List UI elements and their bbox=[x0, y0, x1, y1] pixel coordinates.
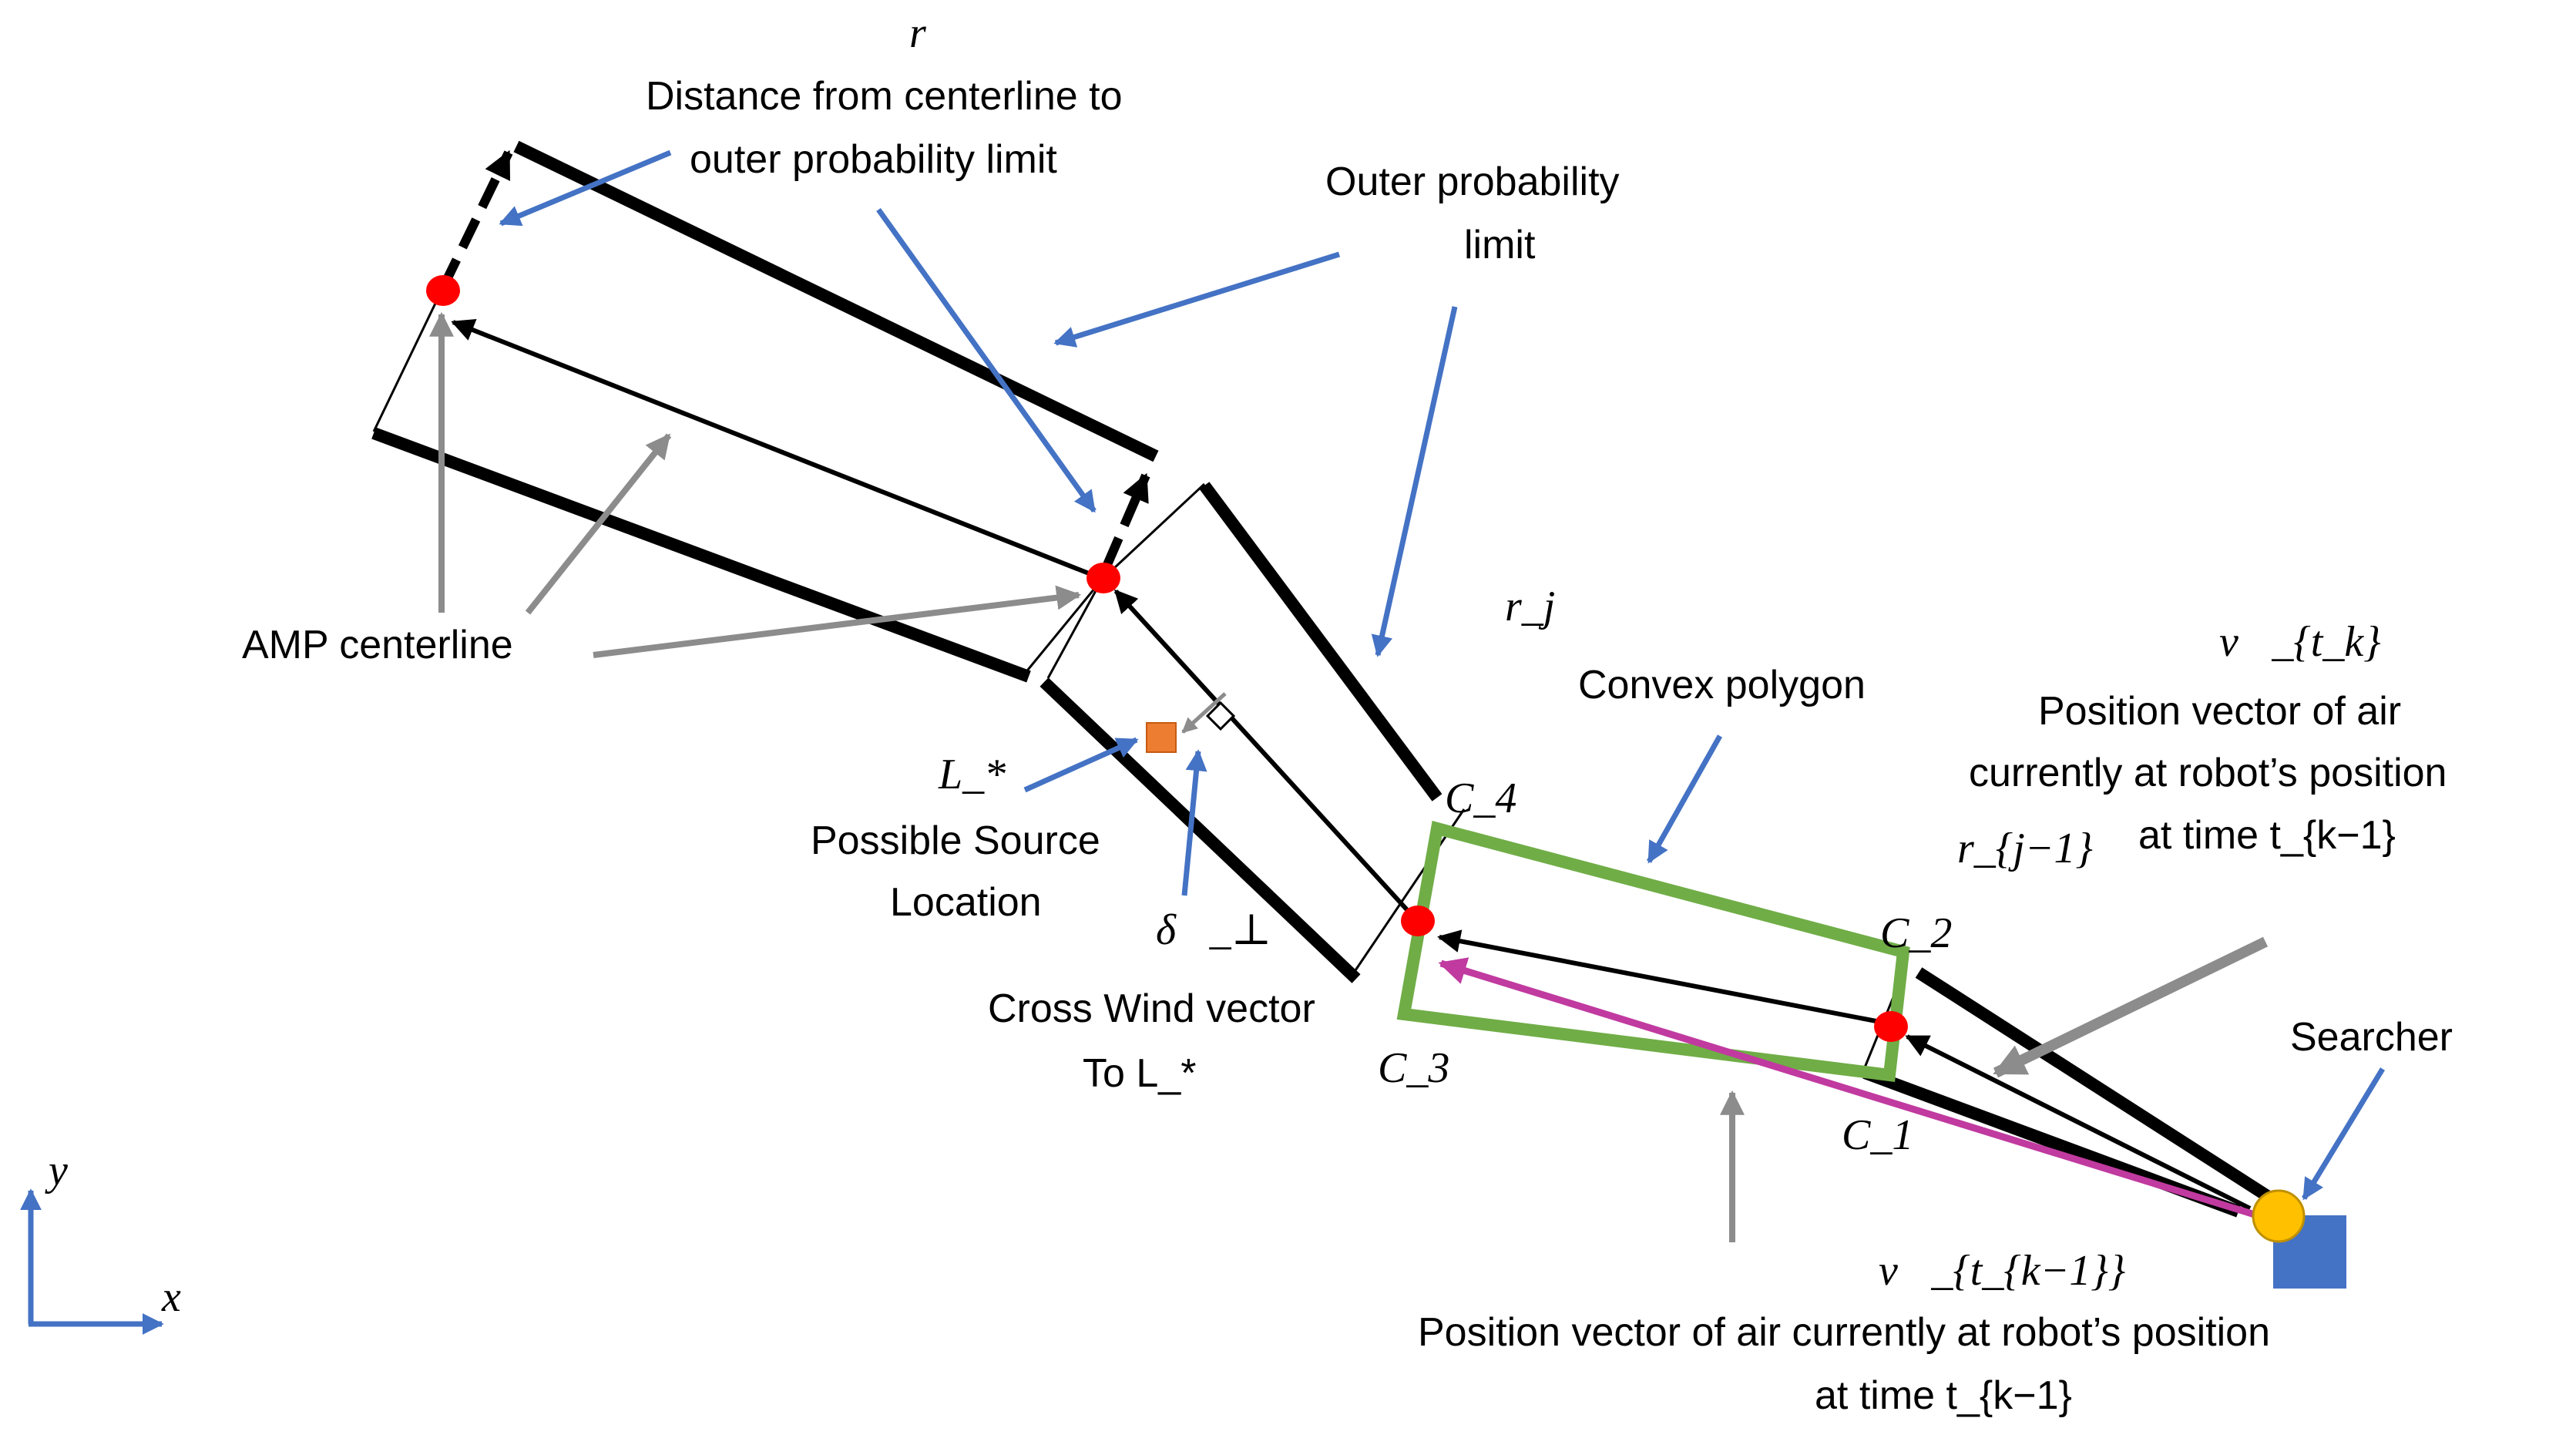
r-description-line1: Distance from centerline to bbox=[646, 74, 1123, 119]
searcher-circle-icon bbox=[2252, 1189, 2306, 1243]
centerline-arrow-to-right-point bbox=[1905, 1034, 2252, 1211]
convex-polygon bbox=[1396, 821, 1910, 1082]
arrow-outer-limit-right bbox=[1371, 306, 1458, 657]
arrow-outer-limit-left bbox=[1053, 251, 1341, 348]
arrow-amp-to-middle bbox=[593, 585, 1082, 658]
cross-wind-vector-arrow bbox=[1181, 692, 1227, 734]
arrow-amp-to-left-line bbox=[525, 433, 672, 615]
cross-wind-line2: To L_* bbox=[1083, 1051, 1197, 1096]
c2-label: C_2 bbox=[1880, 909, 1953, 957]
arrow-r-description-to-left bbox=[499, 150, 672, 227]
amp-centerline-label: AMP centerline bbox=[242, 623, 513, 667]
r-description-line2: outer probability limit bbox=[690, 137, 1057, 182]
v-tk1-description-line2: at time t_{k−1} bbox=[1815, 1373, 2072, 1418]
amp-centerline-arrows bbox=[451, 318, 2252, 1211]
possible-source-marker bbox=[1146, 722, 1177, 753]
outer-limit-upper-left-segment bbox=[513, 140, 1159, 462]
outer-limit-upper-middle-segment bbox=[1199, 482, 1442, 801]
outer-probability-limit-lines bbox=[371, 140, 2281, 1218]
point-right bbox=[1874, 1011, 1908, 1042]
c4-label: C_4 bbox=[1445, 775, 1517, 822]
v-tk-description-line2: currently at robot’s position bbox=[1969, 751, 2447, 795]
arrow-v-tk-to-right-segment bbox=[1993, 936, 2269, 1078]
x-axis-label: x bbox=[162, 1273, 181, 1321]
arrow-searcher bbox=[2302, 1067, 2385, 1201]
v-tk1-description-line1: Position vector of air currently at robo… bbox=[1418, 1310, 2271, 1355]
gray-annotation-arrows bbox=[429, 311, 2269, 1242]
possible-source-line2: Location bbox=[890, 880, 1042, 925]
cross-wind-line1: Cross Wind vector bbox=[988, 986, 1315, 1031]
c3-label: C_3 bbox=[1378, 1044, 1450, 1092]
r-dashed-arrows bbox=[438, 150, 1150, 569]
thin-line-mid-down bbox=[1046, 579, 1103, 679]
outer-limit-lower-middle-segment bbox=[1039, 677, 1361, 983]
convex-polygon-label: Convex polygon bbox=[1578, 663, 1866, 707]
delta-symbol-label: δ⃗_⊥ bbox=[1156, 906, 1272, 954]
thin-line-mid-right bbox=[1100, 482, 1206, 581]
thin-line-left-end bbox=[372, 290, 443, 432]
v-tk-description-line1: Position vector of air bbox=[2038, 689, 2402, 734]
arrow-convex-polygon bbox=[1646, 734, 1723, 864]
l-star-label: L_* bbox=[939, 751, 1006, 798]
r-symbol-label: r bbox=[909, 9, 926, 57]
thin-line-mid-left bbox=[1019, 579, 1103, 679]
arrow-possible-source bbox=[1023, 737, 1139, 793]
v-tk1-symbol-label: v⃗_{t_{k−1}} bbox=[1879, 1247, 2126, 1295]
cross-wind-marker bbox=[1205, 701, 1236, 731]
point-left-end bbox=[426, 275, 460, 306]
centerline-points bbox=[426, 275, 1908, 1042]
outer-limit-right-upper-segment bbox=[1915, 967, 2281, 1208]
centerline-arrow-to-c-point bbox=[1437, 929, 1881, 1024]
arrow-cross-wind bbox=[1181, 749, 1207, 896]
arrow-r-description-to-middle bbox=[876, 207, 1097, 513]
v-tk-description-line3: at time t_{k−1} bbox=[2138, 813, 2396, 858]
searcher-label: Searcher bbox=[2290, 1015, 2453, 1060]
possible-source-line1: Possible Source bbox=[811, 818, 1100, 863]
blue-annotation-arrows bbox=[499, 150, 2385, 1201]
magenta-position-vector bbox=[1438, 957, 2279, 1225]
axes-legend bbox=[20, 1188, 164, 1335]
outer-limit-lower-left-segment bbox=[371, 427, 1031, 683]
r-j-minus-1-label: r_{j−1} bbox=[1957, 825, 2093, 872]
v-tk-symbol-label: v⃗_{t_k} bbox=[2219, 618, 2381, 666]
point-middle bbox=[1086, 563, 1120, 593]
y-axis-label: y bbox=[49, 1147, 68, 1195]
point-c bbox=[1401, 906, 1435, 936]
r-dashed-arrow-left bbox=[438, 150, 513, 290]
r-j-label: r_j bbox=[1505, 583, 1556, 630]
c1-label: C_1 bbox=[1842, 1111, 1914, 1159]
outer-limit-label-line2: limit bbox=[1464, 223, 1536, 267]
r-dashed-arrow-middle bbox=[1102, 472, 1150, 569]
centerline-arrow-to-left-point bbox=[451, 318, 1094, 577]
outer-limit-label-line1: Outer probability bbox=[1325, 160, 1620, 204]
centerline-arrow-to-mid-point bbox=[1113, 589, 1412, 916]
